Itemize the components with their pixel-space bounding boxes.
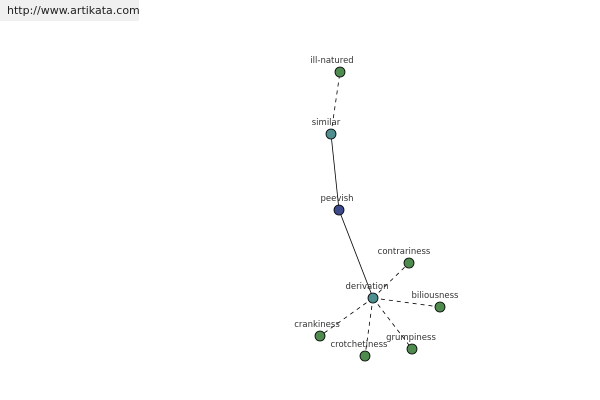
node-label-contrariness[interactable]: contrariness (378, 247, 431, 257)
node-label-ill-natured[interactable]: ill-natured (310, 56, 353, 66)
node-peevish[interactable] (333, 204, 345, 216)
node-crotchetiness[interactable] (359, 350, 371, 362)
node-label-grumpiness[interactable]: grumpiness (386, 333, 436, 343)
node-label-biliousness[interactable]: biliousness (412, 291, 460, 301)
node-similar[interactable] (325, 128, 337, 140)
edge-derivation-biliousness (372, 297, 441, 308)
edge-derivation-grumpiness (372, 297, 413, 350)
edge-derivation-crotchetiness (364, 297, 374, 357)
url-banner: http://www.artikata.com (0, 0, 140, 21)
node-label-peevish[interactable]: peevish (320, 194, 353, 204)
node-label-similar[interactable]: similar (312, 118, 341, 128)
node-crankiness[interactable] (314, 330, 326, 342)
node-ill-natured[interactable] (334, 66, 346, 78)
edges-layer (319, 71, 441, 357)
edge-peevish-derivation (338, 209, 374, 299)
node-label-derivation[interactable]: derivation (345, 282, 388, 292)
edge-derivation-crankiness (319, 297, 374, 337)
node-biliousness[interactable] (434, 301, 446, 313)
node-derivation[interactable] (367, 292, 379, 304)
labels-layer: ill-natured similar peevish derivation contr… (294, 56, 459, 350)
edge-peevish-similar (330, 133, 340, 211)
site-url-link[interactable]: http://www.artikata.com (7, 4, 140, 17)
nodes-layer (314, 66, 446, 362)
node-grumpiness[interactable] (406, 343, 418, 355)
node-contrariness[interactable] (403, 257, 415, 269)
node-label-crotchetiness[interactable]: crotchetiness (331, 340, 389, 350)
node-label-crankiness[interactable]: crankiness (294, 320, 340, 330)
edge-similar-ill-natured (330, 71, 341, 135)
edge-derivation-contrariness (372, 262, 410, 299)
